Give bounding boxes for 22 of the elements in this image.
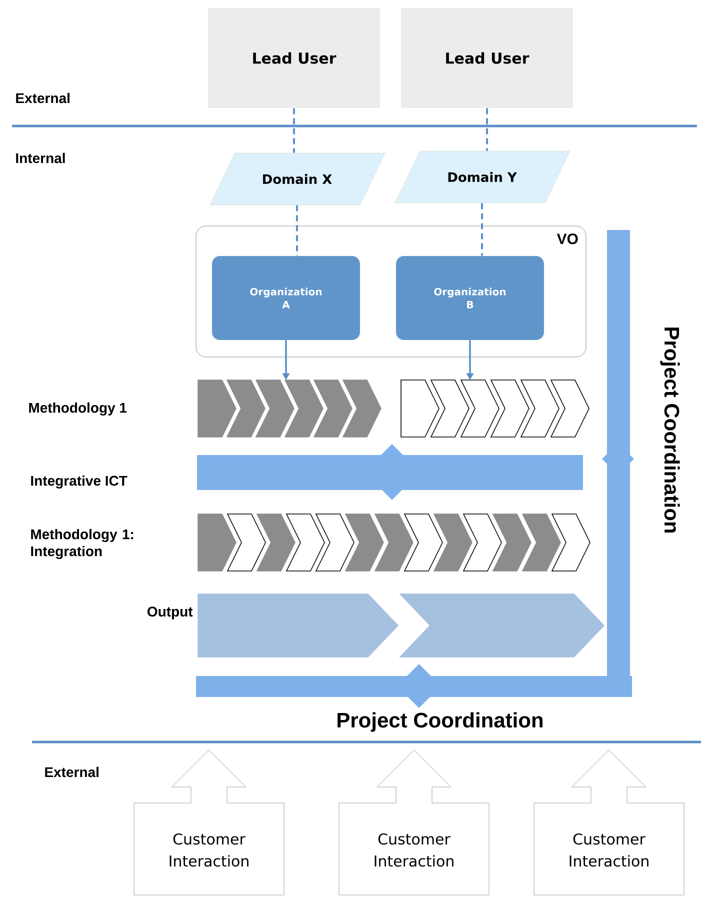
organization-box: Organization B xyxy=(396,256,544,340)
row-label: Methodology 1: Integration xyxy=(31,528,134,560)
section-label: External xyxy=(16,92,70,104)
connector xyxy=(481,203,483,256)
coordination-label: Project Coordination xyxy=(660,328,680,533)
row-label: Integrative ICT xyxy=(31,475,128,489)
connector xyxy=(296,205,298,256)
chevron-row xyxy=(198,380,382,438)
coordination-label: Project Coordination xyxy=(338,712,543,732)
section-label: External xyxy=(45,766,98,778)
section-label: Internal xyxy=(16,152,65,164)
row-label: Methodology 1 xyxy=(29,402,127,416)
interaction-callout: Customer Interaction xyxy=(338,750,490,896)
connector xyxy=(293,108,295,153)
interaction-callout: Customer Interaction xyxy=(534,750,684,896)
row-label: Output xyxy=(148,606,193,620)
interaction-callout: Customer Interaction xyxy=(134,750,284,896)
connector xyxy=(486,108,488,151)
user-box: Lead User xyxy=(401,8,573,108)
organization-box: Organization A xyxy=(212,256,360,340)
chevron-row xyxy=(400,380,590,438)
user-box: Lead User xyxy=(208,8,380,108)
